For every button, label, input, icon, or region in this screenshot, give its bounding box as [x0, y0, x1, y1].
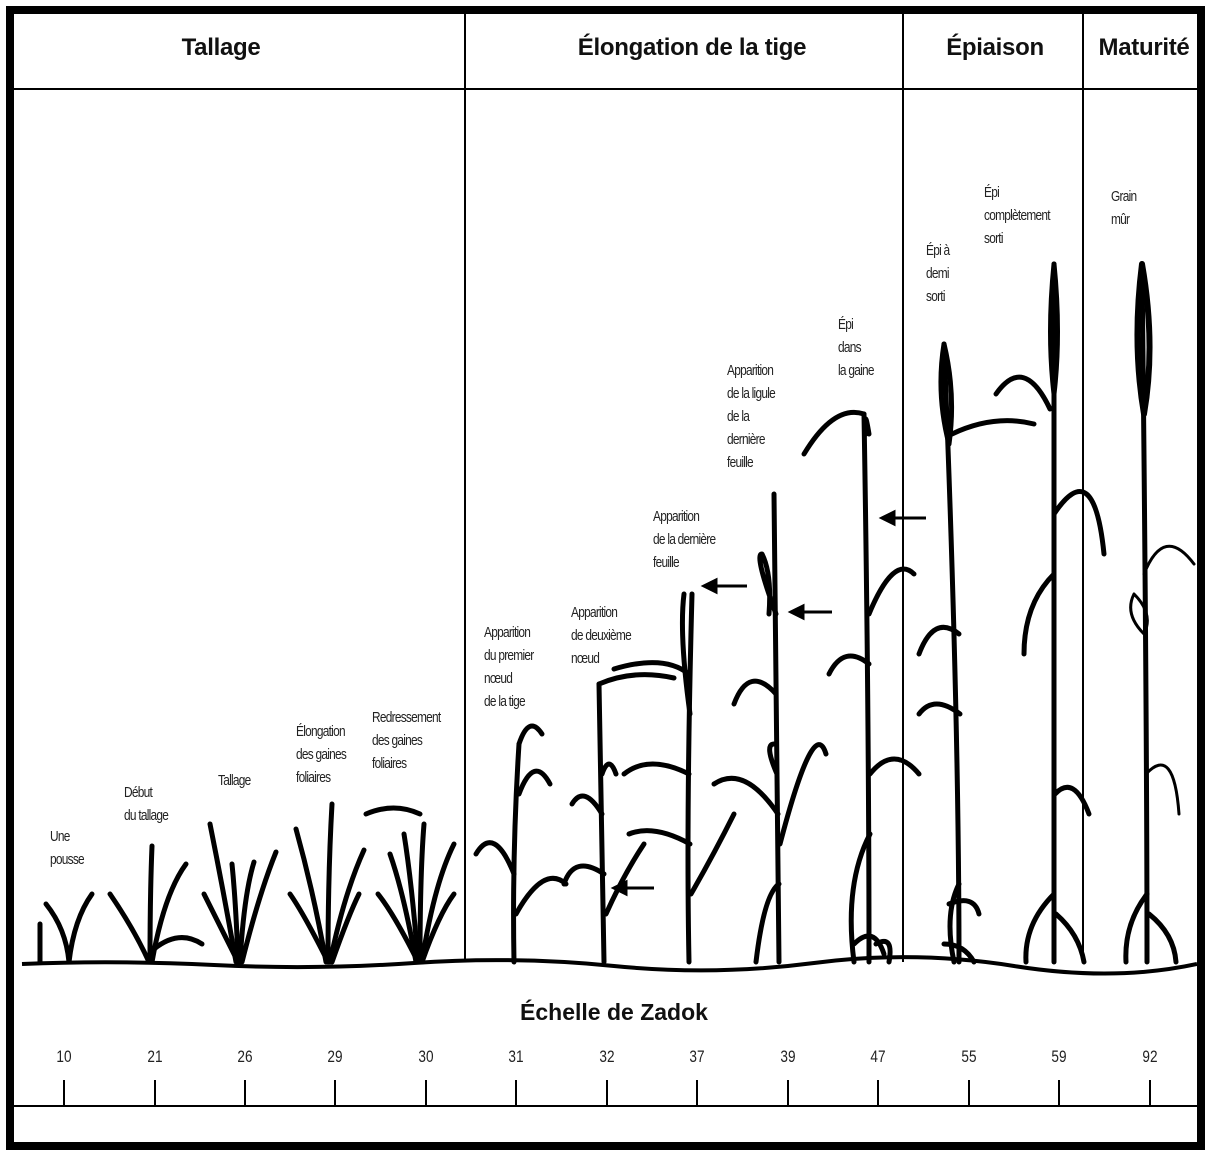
tick-label: 32 [599, 1047, 615, 1066]
label-epi-demi-sorti: Épi à demi sorti [926, 243, 950, 305]
plant-stage-10 [37, 891, 95, 965]
stage-title-maturite: Maturité [1098, 34, 1190, 61]
plant-stage-29 [287, 801, 367, 965]
arrow-icon [700, 577, 747, 595]
stage-divider [1082, 14, 1084, 962]
plant-stage-31 [473, 723, 569, 965]
scale-ticks [63, 1080, 1151, 1106]
label-debut-tallage: Début du tallage [124, 785, 169, 824]
stage-header-row [14, 14, 1197, 90]
label-deuxieme-noeud: Apparition de deuxième nœud [571, 605, 632, 667]
plant-stage-30 [363, 805, 457, 965]
tick-label: 55 [961, 1047, 977, 1066]
stage-title-epiaison: Épiaison [946, 34, 1044, 61]
tick-label: 31 [508, 1047, 524, 1066]
plant-stage-47 [801, 409, 922, 965]
stage-divider [464, 14, 466, 962]
stage-title-tallage: Tallage [181, 34, 261, 61]
tick-label: 10 [56, 1047, 72, 1066]
plant-stage-32 [561, 672, 677, 965]
plants-illustration [14, 261, 1197, 1107]
plant-stage-59 [993, 261, 1107, 965]
plant-stage-92 [1123, 261, 1196, 965]
plant-stage-21 [107, 843, 205, 965]
scale-title: Échelle de Zadok [520, 999, 708, 1025]
tick-label: 59 [1051, 1047, 1067, 1066]
label-tallage: Tallage [218, 773, 251, 789]
stage-divider [902, 14, 904, 962]
tick-label: 37 [689, 1047, 705, 1066]
arrow-icon [878, 509, 926, 527]
tick-label: 47 [870, 1047, 886, 1066]
arrow-icon [610, 879, 654, 897]
tick-label: 30 [418, 1047, 434, 1066]
label-epi-completement-sorti: Épi complètement sorti [984, 185, 1051, 247]
plant-stage-39 [711, 491, 829, 965]
stage-title-elongation: Élongation de la tige [577, 34, 807, 61]
label-premier-noeud: Apparition du premier nœud de la tige [484, 625, 534, 710]
label-epi-dans-gaine: Épi dans la gaine [838, 317, 874, 379]
label-derniere-feuille: Apparition de la dernière feuille [653, 509, 716, 571]
tick-label: 39 [780, 1047, 796, 1066]
label-redressement-gaines: Redressement des gaines foliaires [372, 710, 441, 772]
plant-stage-55 [916, 341, 1037, 965]
label-une-pousse: Une pousse [50, 829, 85, 868]
label-ligule: Apparition de la ligule de la dernière f… [727, 363, 776, 471]
label-elongation-gaines: Élongation des gaines foliaires [296, 724, 347, 786]
tick-label: 29 [327, 1047, 343, 1066]
plant-stage-26 [201, 821, 279, 965]
node-arrows [610, 509, 926, 897]
ground-line [21, 955, 1197, 976]
label-grain-mur: Grain mûr [1111, 189, 1137, 228]
diagram-frame: Tallage Élongation de la tige Épiaison M… [6, 6, 1205, 1150]
tick-label: 26 [237, 1047, 253, 1066]
arrow-icon [787, 603, 832, 621]
tick-label: 92 [1142, 1047, 1158, 1066]
plant-stage-37 [611, 591, 737, 965]
tick-label: 21 [147, 1047, 163, 1066]
